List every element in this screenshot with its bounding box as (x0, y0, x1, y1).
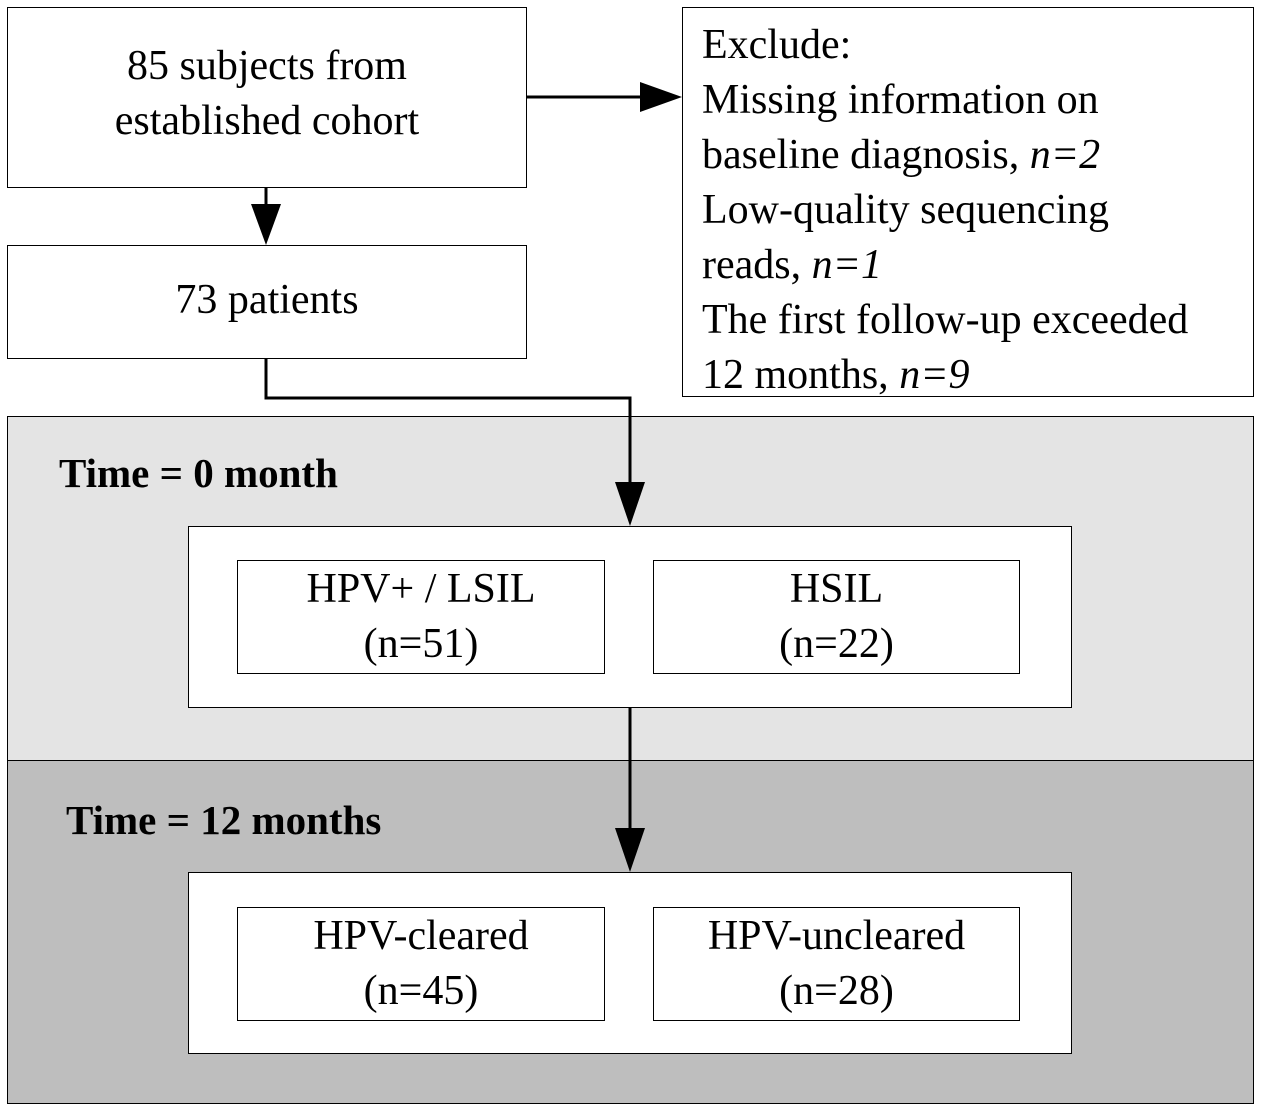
time0-group2-count: (n=22) (779, 621, 894, 667)
arrowhead-exclude (640, 82, 682, 112)
exclude-item3-line1: The first follow-up exceeded (702, 297, 1189, 343)
time0-group2-box: HSIL (n=22) (653, 560, 1020, 674)
patients-label: 73 patients (175, 276, 359, 323)
time0-group1-count: (n=51) (363, 621, 479, 667)
exclude-item2-n: n=1 (811, 242, 882, 288)
arrowhead-patients (251, 204, 281, 245)
time12-group2-box: HPV-uncleared (n=28) (653, 907, 1020, 1021)
cohort-box: 85 subjects from established cohort (7, 7, 527, 188)
exclude-item2-line2: reads, n=1 (702, 238, 1253, 293)
time0-group1-box: HPV+ / LSIL (n=51) (237, 560, 605, 674)
time12-group2-name: HPV-uncleared (707, 913, 966, 959)
time12-group1-name: HPV-cleared (313, 913, 529, 959)
time0-label: Time = 0 month (59, 450, 338, 496)
exclude-item2-text: reads, (702, 242, 802, 288)
arrow-patients-to-time0-line (264, 359, 632, 482)
exclude-box: Exclude: Missing information on baseline… (682, 7, 1254, 398)
time12-group1-count: (n=45) (363, 968, 479, 1014)
exclude-item2-line1: Low-quality sequencing (702, 187, 1110, 233)
exclude-item3-text: 12 months, (702, 352, 889, 398)
exclude-item1-text: baseline diagnosis, (702, 132, 1020, 178)
arrowhead-time0 (615, 482, 645, 526)
exclude-item3-line2: 12 months, n=9 (702, 348, 1253, 403)
time12-label: Time = 12 months (66, 797, 382, 843)
time12-group1-box: HPV-cleared (n=45) (237, 907, 605, 1021)
time12-group2-count: (n=28) (779, 968, 894, 1014)
exclude-item1-n: n=2 (1029, 132, 1101, 178)
arrowhead-time12 (615, 828, 645, 872)
exclude-item1-line1: Missing information on (702, 77, 1099, 123)
cohort-line1: 85 subjects from (127, 42, 407, 89)
time0-group1-name: HPV+ / LSIL (306, 566, 536, 612)
time0-group2-name: HSIL (789, 566, 884, 612)
patients-box: 73 patients (7, 245, 527, 359)
exclude-title: Exclude: (702, 22, 852, 68)
exclude-item1-line2: baseline diagnosis, n=2 (702, 128, 1253, 183)
cohort-line2: established cohort (114, 97, 420, 144)
exclude-item3-n: n=9 (899, 352, 970, 398)
